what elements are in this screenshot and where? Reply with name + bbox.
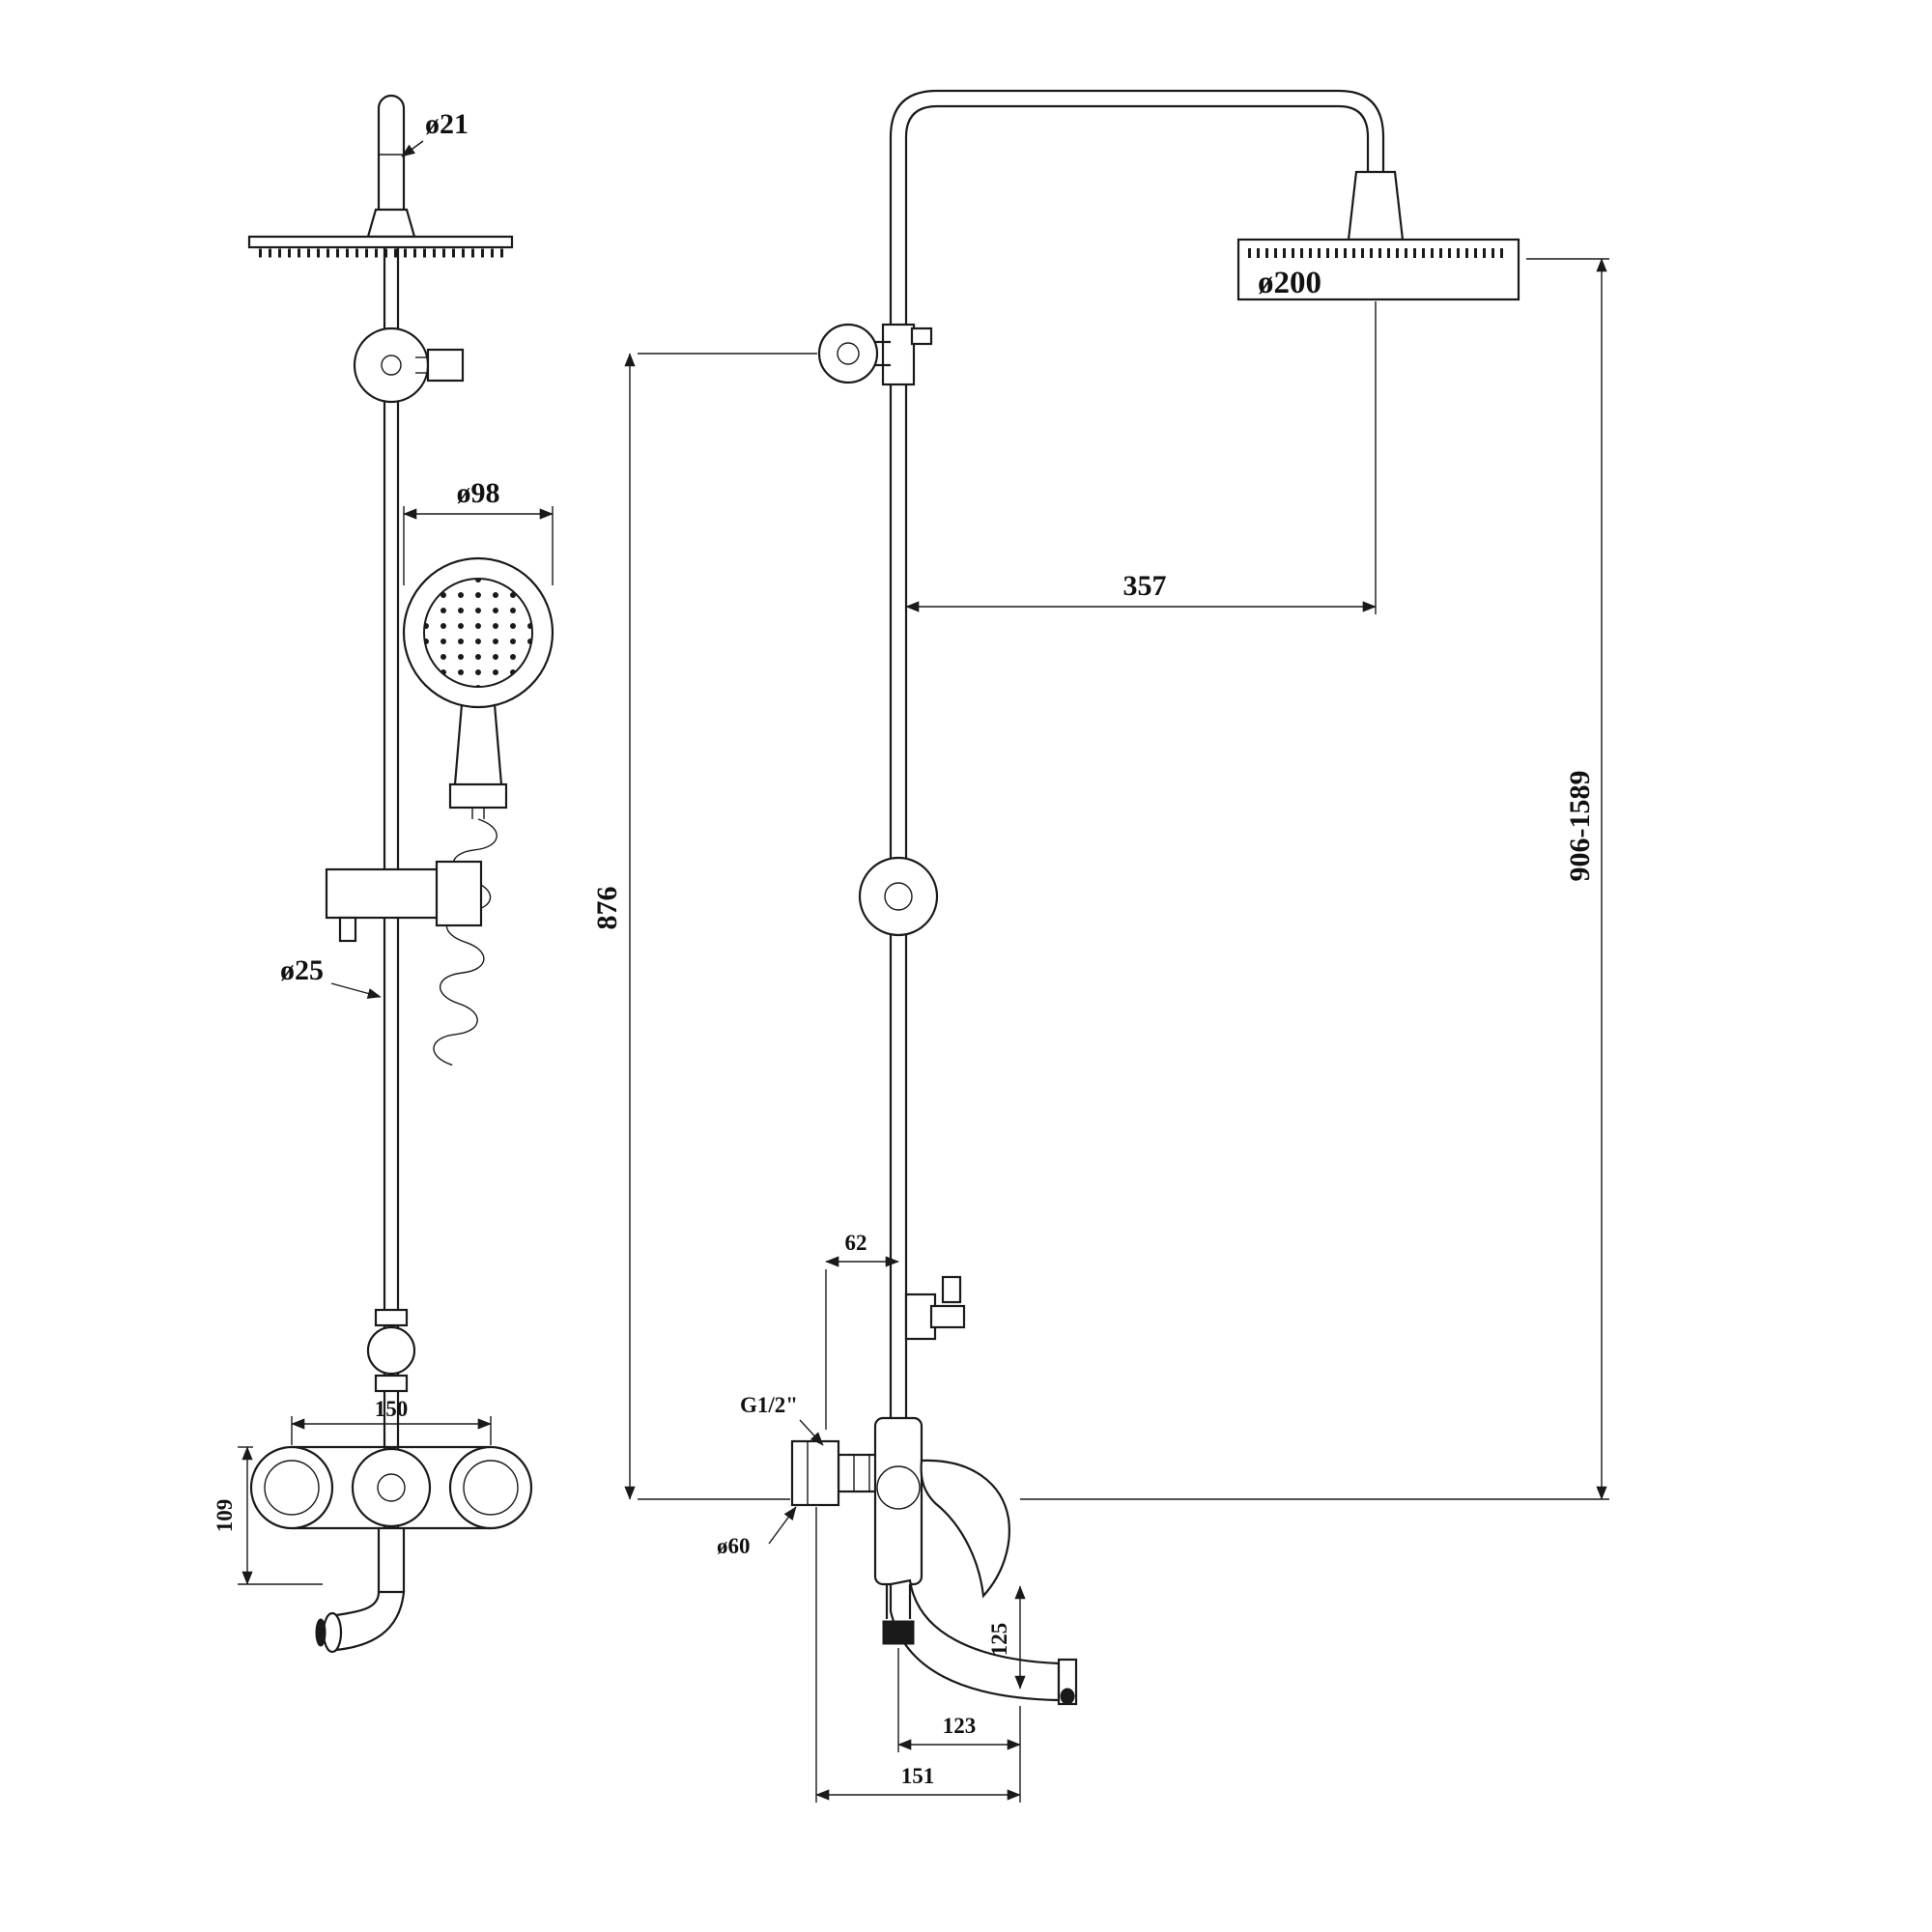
label-overall-height: 906-1589 [1564,771,1596,882]
front-head-cone [366,208,416,239]
front-bracket-knob [426,348,465,383]
shower-arm-inner [904,104,1370,246]
front-mixer [249,1445,533,1530]
side-rain-head: ø200 [1236,170,1520,301]
front-rain-head [247,208,514,258]
front-view: ø21 ø98 [213,94,554,1654]
side-holder [904,1275,966,1341]
dim-mixer-centers: 150 [291,1397,492,1445]
front-top-bracket [353,327,465,404]
hand-shower-handle [453,703,503,785]
dim-arm-reach: 357 [905,301,1377,614]
side-mid-knob [858,856,939,937]
front-head-plate [247,235,514,249]
front-lower-union [366,1308,416,1393]
front-hand-shower [402,556,554,819]
diverter-knob [941,1275,962,1304]
side-spout [882,1578,1078,1706]
label-riser-height: 876 [591,887,623,930]
escutcheon [790,1439,840,1507]
label-holder-offset: 62 [845,1231,867,1255]
side-spout-aerator [882,1620,915,1645]
label-spout-drop: 125 [987,1623,1011,1657]
side-bracket-screw [910,327,933,346]
label-arm-reach: 357 [1123,570,1167,602]
dim-riser-height: 876 [591,353,817,1500]
front-spout-aerator [315,1618,327,1647]
label-rain-head-dia: ø200 [1258,266,1321,300]
dim-holder-offset: 62 [825,1231,899,1430]
front-inlet-pipe [377,94,406,210]
dim-flange-dia: ø60 [717,1506,797,1558]
label-hand-shower-dia: ø98 [457,477,500,509]
mixer-left-flange [249,1445,334,1530]
label-spout-overall: 151 [901,1764,935,1788]
side-top-bracket [817,323,933,386]
label-spout-reach: 123 [943,1714,977,1738]
dim-mixer-height: 109 [213,1446,323,1585]
front-coil-hose [433,818,497,1066]
mixer-center-body [351,1447,432,1528]
label-mixer-height: 109 [213,1499,237,1533]
bracket-screw [338,916,357,943]
side-riser-pipe [889,89,1385,1584]
side-mixer [873,1416,1010,1599]
side-view: ø200 357 876 906-1589 [591,89,1609,1803]
front-slider-bracket [325,860,483,943]
dim-overall-height: 906-1589 [1020,258,1609,1500]
dim-riser-dia: ø25 [280,954,382,999]
dim-spout-overall: 151 [815,1507,1021,1803]
mixer-right-flange [448,1445,533,1530]
side-head-cone [1347,170,1405,242]
front-tub-spout [315,1528,406,1654]
mixer-lever-handle [920,1459,1010,1599]
spout-horn [889,1578,1061,1702]
label-flange-dia: ø60 [717,1534,751,1558]
dim-top-pipe-dia: ø21 [401,108,469,157]
dim-thread: G1/2" [740,1393,824,1446]
label-riser-dia: ø25 [280,954,324,986]
label-top-pipe-dia: ø21 [425,108,469,140]
dim-hand-shower-dia: ø98 [403,477,554,585]
side-wall-knob [817,323,879,384]
dim-spout-reach: 123 [897,1648,1021,1803]
label-thread: G1/2" [740,1393,798,1417]
dim-spout-drop: 125 [987,1585,1026,1690]
shower-arm-outer [889,89,1385,246]
label-mixer-centers: 150 [375,1397,409,1421]
